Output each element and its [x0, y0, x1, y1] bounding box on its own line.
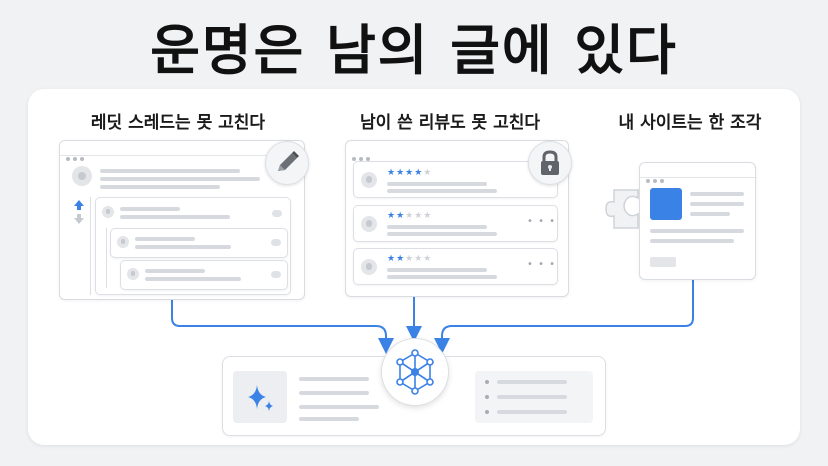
network-graph-icon — [396, 349, 434, 395]
window-dots — [646, 168, 667, 187]
star-rating: ★★★★★ — [387, 211, 433, 221]
page-title: 운명은 남의 글에 있다 — [150, 19, 678, 82]
pencil-icon — [278, 151, 299, 171]
avatar — [117, 236, 129, 248]
reply-card-nested — [120, 260, 288, 290]
pencil-badge — [265, 141, 309, 185]
column-label-site: 내 사이트는 한 조각 — [618, 113, 762, 133]
avatar — [361, 259, 377, 275]
review-card: ★★★★★ — [353, 161, 558, 198]
site-button — [650, 257, 676, 267]
more-icon: • • • — [527, 259, 557, 270]
star-rating: ★★★★★ — [387, 254, 433, 264]
column-label-reviews: 남이 쓴 리뷰도 못 고친다 — [359, 113, 541, 133]
avatar — [127, 268, 139, 280]
review-card: ★★★★★ • • • — [353, 205, 558, 242]
star-rating: ★★★★★ — [387, 168, 433, 178]
avatar — [72, 166, 92, 186]
window-dots — [66, 146, 87, 165]
avatar — [361, 172, 377, 188]
reply-icon — [271, 271, 281, 278]
central-node — [381, 338, 449, 406]
output-icon-tile — [233, 371, 287, 423]
more-icon: • • • — [527, 216, 557, 227]
site-image-block — [650, 188, 682, 220]
site-window — [639, 162, 756, 280]
avatar — [102, 206, 114, 218]
review-card: ★★★★★ • • • — [353, 248, 558, 285]
upvote-icon — [74, 200, 84, 210]
reply-icon — [272, 210, 282, 217]
reply-icon — [271, 239, 281, 246]
column-label-reddit: 레딧 스레드는 못 고친다 — [90, 113, 266, 133]
output-list-box — [475, 371, 593, 423]
downvote-icon — [74, 214, 84, 224]
puzzle-piece-icon — [605, 189, 639, 229]
lock-badge — [528, 141, 572, 185]
reply-card — [110, 228, 288, 258]
window-dots — [352, 146, 373, 165]
reddit-thread-window — [59, 140, 305, 300]
avatar — [361, 216, 377, 232]
lock-icon — [541, 150, 559, 175]
sparkle-icon — [248, 385, 273, 411]
comment-card — [95, 197, 291, 295]
